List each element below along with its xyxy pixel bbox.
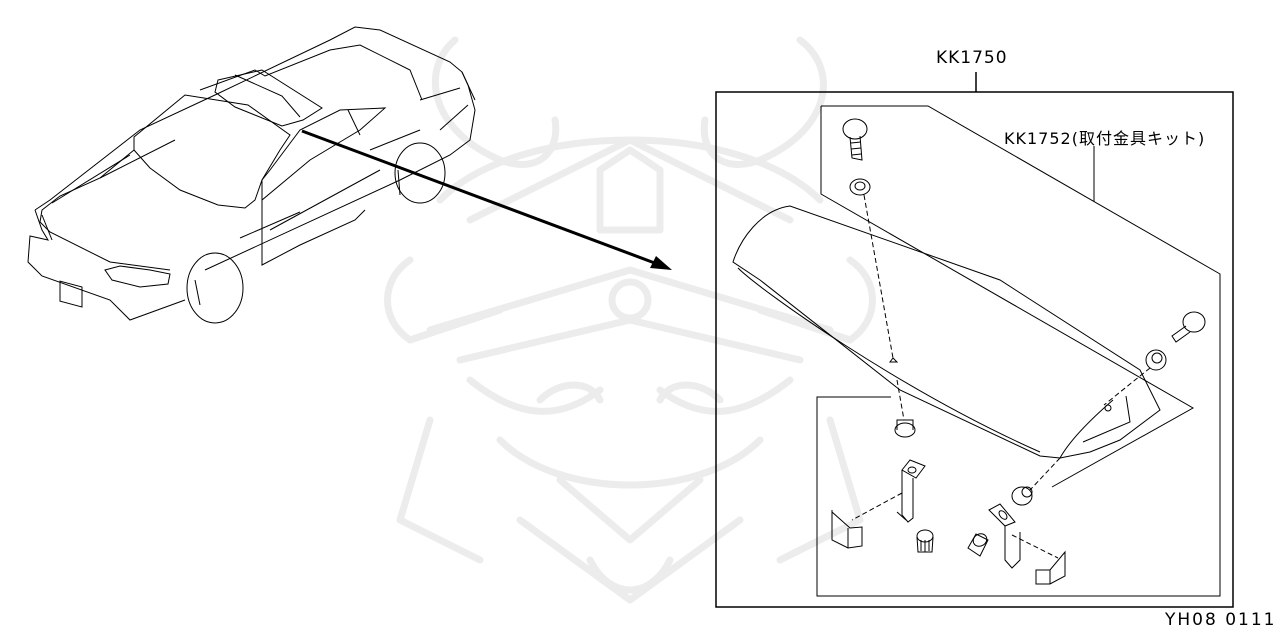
washer-icon: [849, 178, 871, 196]
bolt-icon: [1171, 311, 1206, 343]
arrow-head-icon: [650, 256, 672, 270]
assembly-frame: [715, 91, 1234, 608]
clip-icon: [831, 510, 863, 549]
bolt-icon: [842, 118, 868, 161]
grommet-icon: [1011, 486, 1033, 506]
bracket-icon: [896, 459, 926, 523]
pointer-arrow: [301, 129, 661, 267]
washer-icon: [1145, 349, 1167, 371]
spacer-icon: [916, 529, 934, 553]
figure-code-label: YH08 0111: [1165, 610, 1277, 630]
kit-part-number-label: KK1752(取付金具キット): [1004, 129, 1206, 148]
bracket-icon: [988, 503, 1021, 569]
clip-icon: [1035, 550, 1066, 585]
grommet-icon: [894, 419, 916, 438]
rear-spoiler: [732, 205, 1161, 459]
assembly-part-number-label: KK1750: [936, 48, 1008, 68]
spacer-icon: [967, 533, 989, 557]
